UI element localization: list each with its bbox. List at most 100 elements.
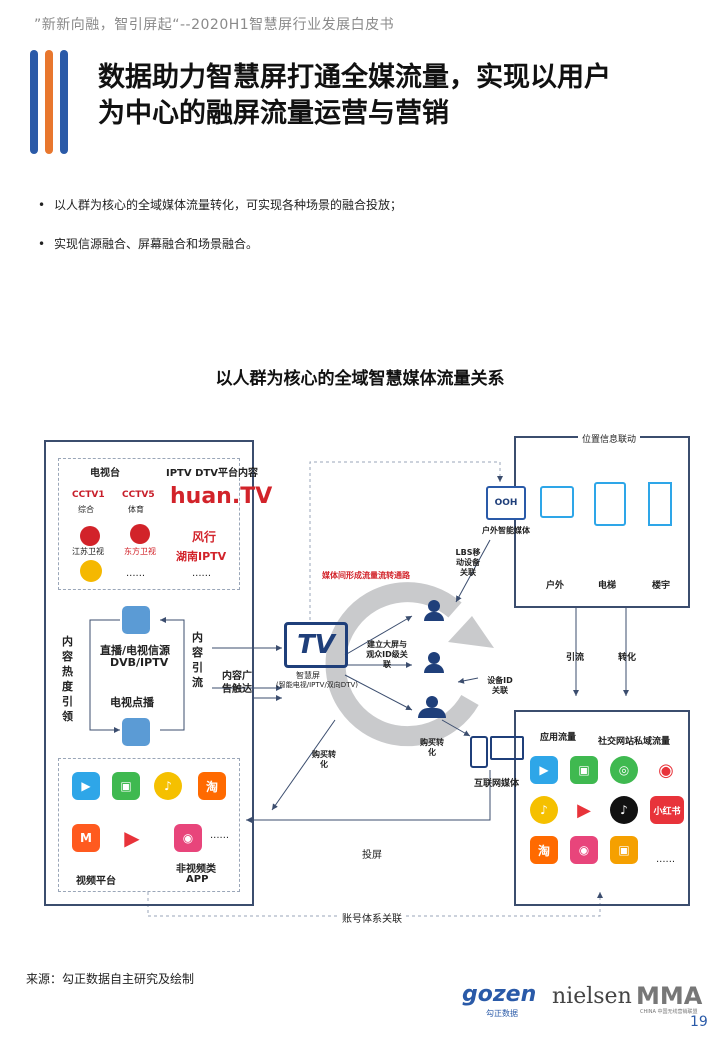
huan-logo: huan.TV bbox=[170, 484, 273, 509]
wechat-icon: ◎ bbox=[610, 756, 638, 784]
podcast-icon-right: ◉ bbox=[570, 836, 598, 864]
video-platform-label: 视频平台 bbox=[76, 876, 116, 887]
play-icon-top bbox=[122, 606, 150, 634]
gozen-logo: gozen bbox=[462, 982, 537, 1007]
phone-icon bbox=[470, 736, 488, 768]
qq-music-icon: ♪ bbox=[154, 772, 182, 800]
smart-screen-sub: (智能电视/IPTV/双向DTV) bbox=[276, 681, 358, 689]
title-line-1: 数据助力智慧屏打通全媒流量，实现以用户 bbox=[98, 62, 611, 93]
mgtv-icon: M bbox=[72, 824, 100, 852]
laptop-icon bbox=[490, 736, 524, 760]
bullet-text: 以人群为核心的全域媒体流量转化，可实现各种场景的融合投放； bbox=[54, 198, 403, 212]
media-flow-label: 媒体间形成流量流转通路 bbox=[322, 571, 410, 580]
jiangsu-label: 江苏卫视 bbox=[72, 547, 104, 556]
title-accent-bars bbox=[30, 50, 70, 154]
bullet-item: • 实现信源融合、屏幕融合和场景融合。 bbox=[38, 235, 402, 252]
bullet-list: • 以人群为核心的全域媒体流量转化，可实现各种场景的融合投放； • 实现信源融合、屏… bbox=[38, 196, 402, 274]
tv-station-label: 电视台 bbox=[90, 468, 120, 479]
smart-screen-tv-icon: TV bbox=[284, 622, 348, 668]
building-label: 楼宇 bbox=[652, 581, 671, 591]
qq-music-icon-right: ♪ bbox=[530, 796, 558, 824]
diagram-title: 以人群为核心的全域智慧媒体流量关系 bbox=[215, 369, 505, 389]
app-flow-label: 应用流量 bbox=[540, 733, 577, 743]
elevator-label: 电梯 bbox=[598, 581, 617, 591]
live-source-label: 直播/电视信源 bbox=[100, 644, 171, 657]
draw-flow-label: 引流 bbox=[566, 653, 585, 663]
cctv5-sub: 体育 bbox=[128, 505, 144, 514]
tencent-video-icon-right: ▶ bbox=[530, 756, 558, 784]
taobao-icon-left: 淘 bbox=[198, 772, 226, 800]
diagram-connectors bbox=[89, 461, 629, 917]
dongfang-label: 东方卫视 bbox=[124, 547, 156, 556]
youku-icon: ▶ bbox=[118, 824, 146, 852]
cycle-arrow bbox=[325, 582, 479, 747]
social-flow-label: 社交网站私域流量 bbox=[598, 737, 671, 747]
fengxing-label: 风行 bbox=[192, 530, 217, 544]
smart-screen-label: 智慧屏 bbox=[296, 671, 320, 680]
gozen-logo-sub: 勾正数据 bbox=[486, 1009, 518, 1018]
bullet-item: • 以人群为核心的全域媒体流量转化，可实现各种场景的融合投放； bbox=[38, 196, 402, 213]
more-apps: ...... bbox=[210, 830, 230, 841]
device-id-label: 设备ID关联 bbox=[487, 676, 513, 695]
group-icon bbox=[418, 696, 446, 720]
buy-convert-left: 购买转化 bbox=[312, 750, 336, 769]
outdoor-smart-media-label: 户外智能媒体 bbox=[482, 526, 530, 535]
more-channels: ...... bbox=[126, 568, 146, 579]
billboard-icon bbox=[540, 486, 574, 518]
cctv1-logo: CCTV1 bbox=[72, 490, 105, 500]
douyin-icon: ♪ bbox=[610, 796, 638, 824]
buy-convert-right: 购买转化 bbox=[420, 738, 444, 757]
elevator-icon bbox=[594, 482, 626, 526]
accent-bar-blue-2 bbox=[60, 50, 68, 154]
mma-logo: MMA bbox=[636, 982, 703, 1010]
jiangsu-logo-mark bbox=[80, 526, 100, 546]
nielsen-logo: nielsen bbox=[552, 984, 632, 1009]
convert-label: 转化 bbox=[618, 653, 637, 663]
content-draw-label: 内容引流 bbox=[192, 631, 203, 689]
more-iptv: ...... bbox=[192, 568, 212, 579]
title-line-2: 为中心的融屏流量运营与营销 bbox=[98, 98, 449, 129]
bullet-marker: • bbox=[38, 198, 46, 212]
lbs-label: LBS移动设备关联 bbox=[455, 548, 481, 577]
cycle-arrow-head bbox=[448, 616, 494, 648]
xiaohongshu-icon: 小红书 bbox=[650, 796, 684, 824]
vod-label: 电视点播 bbox=[110, 696, 154, 709]
play-icon-bottom bbox=[122, 718, 150, 746]
content-source-panel bbox=[44, 440, 254, 906]
tencent-video-icon: ▶ bbox=[72, 772, 100, 800]
page-number: 19 bbox=[690, 1014, 708, 1030]
app-platform-group bbox=[58, 758, 240, 892]
outdoor-label: 户外 bbox=[546, 581, 565, 591]
accent-bar-blue-1 bbox=[30, 50, 38, 154]
youku-icon-right: ▶ bbox=[570, 796, 598, 824]
podcast-icon: ◉ bbox=[174, 824, 202, 852]
dvb-iptv-label: DVB/IPTV bbox=[110, 656, 169, 669]
kuaishou-icon: ▣ bbox=[610, 836, 638, 864]
tv-source-group bbox=[58, 458, 240, 590]
page-title: 数据助力智慧屏打通全媒流量，实现以用户 为中心的融屏流量运营与营销 bbox=[98, 60, 688, 132]
non-video-label: 非视频类 bbox=[176, 864, 216, 875]
user-icon-1 bbox=[424, 600, 444, 622]
bullet-marker: • bbox=[38, 237, 46, 251]
source-note: 来源：勾正数据自主研究及绘制 bbox=[26, 972, 195, 986]
ad-reach-label: 内容广告触达 bbox=[222, 671, 252, 695]
bullet-text: 实现信源融合、屏幕融合和场景融合。 bbox=[54, 237, 259, 251]
account-link-label: 账号体系关联 bbox=[338, 910, 406, 925]
mango-tv-icon bbox=[80, 560, 102, 582]
accent-bar-orange bbox=[45, 50, 53, 154]
document-header: ”新新向融，智引屏起“--2020H1智慧屏行业发展白皮书 bbox=[34, 17, 395, 33]
iqiyi-icon: ▣ bbox=[112, 772, 140, 800]
ooh-icon: OOH bbox=[486, 486, 526, 520]
cast-label: 投屏 bbox=[362, 850, 382, 861]
heat-lead-label: 内容热度引领 bbox=[62, 635, 73, 723]
iqiyi-icon-right: ▣ bbox=[570, 756, 598, 784]
cctv5-logo: CCTV5 bbox=[122, 490, 155, 500]
more-right-apps: ...... bbox=[656, 854, 676, 865]
internet-media-panel bbox=[514, 710, 690, 906]
building-icon bbox=[648, 482, 672, 526]
mma-logo-sub: CHINA 中国无线营销联盟 bbox=[640, 1009, 698, 1015]
weibo-icon: ◉ bbox=[652, 756, 680, 784]
internet-media-label: 互联网媒体 bbox=[474, 779, 520, 789]
user-icon-2 bbox=[424, 652, 444, 674]
taobao-icon-right: 淘 bbox=[530, 836, 558, 864]
